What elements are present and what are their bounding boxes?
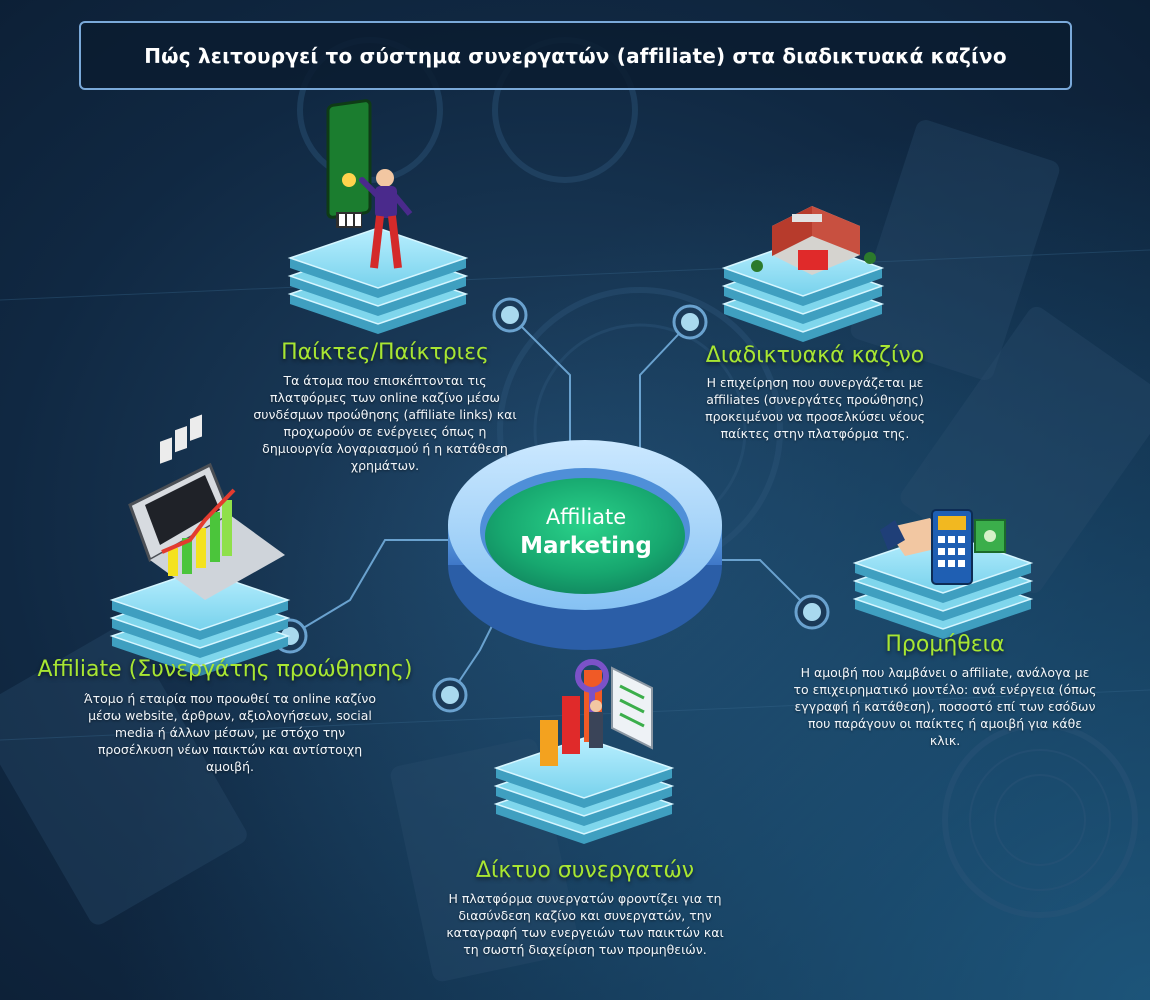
connector-lines bbox=[289, 314, 813, 696]
casino-building-icon bbox=[751, 206, 876, 275]
hub-label: Affiliate Marketing bbox=[486, 503, 686, 561]
player-person-icon bbox=[359, 169, 413, 269]
commission-calculator-icon bbox=[880, 509, 1006, 585]
network-analytics-icon bbox=[540, 659, 653, 766]
hub-ring bbox=[448, 440, 722, 650]
commission-title: Προμήθεια bbox=[885, 632, 1005, 657]
page-title: Πώς λειτουργεί το σύστημα συνεργατών (af… bbox=[144, 43, 1007, 68]
players-description: Τα άτομα που επισκέπτονται τις πλατφόρμε… bbox=[253, 373, 517, 473]
affiliate-title: Affiliate (Συνεργάτης προώθησης) bbox=[37, 657, 413, 682]
casinos-title: Διαδικτυακά καζίνο bbox=[705, 343, 925, 368]
hub-label-line2: Marketing bbox=[520, 533, 652, 559]
title-banner: Πώς λειτουργεί το σύστημα συνεργατών (af… bbox=[79, 21, 1072, 90]
slot-laptop-icon bbox=[128, 414, 285, 600]
hub-label-line1: Affiliate bbox=[545, 505, 627, 529]
affiliate-description: Άτομο ή εταιρία που προωθεί τα online κα… bbox=[83, 691, 377, 774]
platform-network bbox=[493, 737, 675, 844]
players-title: Παίκτες/Παίκτριες bbox=[281, 340, 489, 365]
network-title: Δίκτυο συνεργατών bbox=[475, 858, 695, 883]
hub-center bbox=[485, 478, 685, 594]
platform-affiliate bbox=[109, 569, 291, 676]
casinos-description: Η επιχείρηση που συνεργάζεται με affilia… bbox=[705, 375, 925, 441]
connector-dots bbox=[272, 297, 830, 713]
commission-description: Η αμοιβή που λαμβάνει ο affiliate, ανάλο… bbox=[793, 665, 1097, 748]
platform-casinos bbox=[721, 239, 885, 342]
network-description: Η πλατφόρμα συνεργατών φροντίζει για τη … bbox=[446, 891, 724, 957]
player-phone-icon bbox=[326, 99, 372, 228]
